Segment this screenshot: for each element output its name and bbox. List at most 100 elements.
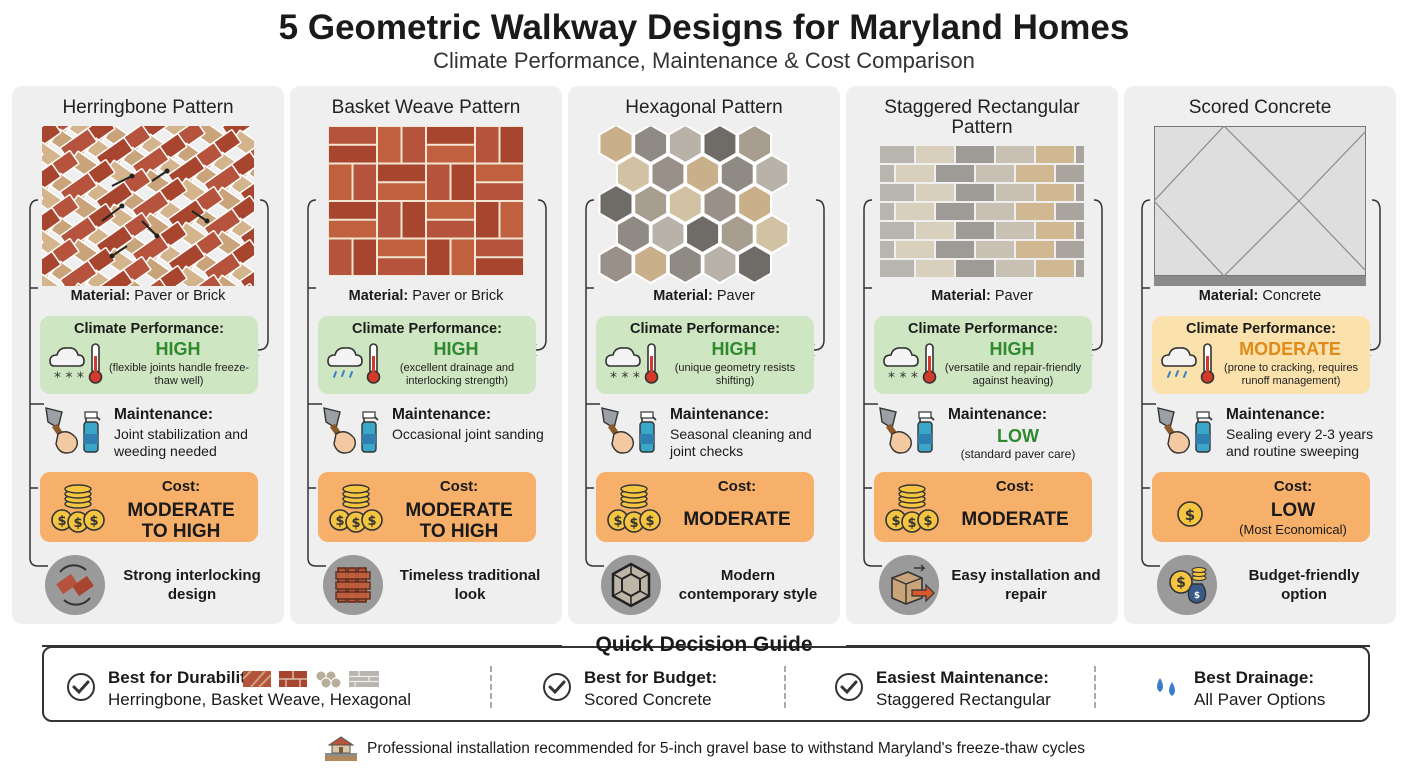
design-panel: Hexagonal Pattern Material: Paver Climat… [568, 86, 840, 624]
design-title: Scored Concrete [1188, 97, 1332, 118]
basket-weave-icon [322, 554, 384, 616]
feature-row: $$ Budget-friendly option [1152, 554, 1382, 616]
svg-text:$: $ [367, 514, 376, 529]
cost-heading: Cost: [995, 478, 1035, 495]
guide-text: Scored Concrete [584, 690, 712, 709]
material-value: Paver or Brick [412, 288, 504, 304]
coins-icon: $ $ $ [326, 484, 386, 536]
coins-icon: $$$ [882, 484, 942, 536]
svg-text:$: $ [1194, 591, 1200, 601]
maintenance-level: LOW [997, 426, 1039, 446]
material-value: Concrete [1262, 288, 1322, 304]
guide-heading: Best for Budget: [584, 668, 718, 687]
cost-level: MODERATE [405, 500, 513, 521]
guide-text: Staggered Rectangular [876, 690, 1051, 709]
cost-note: (Most Economical) [1239, 522, 1347, 537]
maintenance-row: Maintenance: LOW (standard paver care) [874, 404, 1104, 466]
coins-icon: $$$ [604, 484, 664, 536]
pattern-image [320, 126, 532, 286]
climate-note: (unique geometry resists shifting) [674, 362, 796, 387]
feature-text: Timeless traditional look [399, 567, 541, 603]
money-bag-icon: $$ [1156, 554, 1218, 616]
cost-level: MODERATE [961, 509, 1069, 530]
maintenance-text: Seasonal cleaning and joint checks [670, 426, 812, 459]
svg-text:$: $ [1185, 506, 1195, 524]
climate-level: HIGH [989, 339, 1035, 359]
check-icon [66, 672, 96, 702]
guide-text: All Paver Options [1194, 690, 1326, 709]
material-label: Material: Paver or Brick [70, 288, 226, 304]
maintenance-row: Maintenance: Joint stabilization and wee… [40, 404, 270, 466]
climate-note: (versatile and repair-friendly against h… [944, 362, 1082, 387]
cost-level: MODERATE [127, 500, 235, 521]
cost-heading: Cost: [717, 478, 757, 495]
trowel-spray-icon [1152, 404, 1216, 456]
climate-heading: Climate Performance: [630, 321, 780, 337]
design-panel: Basket Weave Pattern Material: Paver or … [290, 86, 562, 624]
feature-text: Easy installation and repair [951, 567, 1101, 603]
feature-text: Strong interlocking design [123, 567, 261, 603]
design-title: Hexagonal Pattern [625, 97, 783, 118]
climate-heading: Climate Performance: [1186, 321, 1336, 337]
guide-heading: Best for Durability: [108, 668, 262, 687]
decision-guide-title: Quick Decision Guide [595, 633, 813, 656]
maintenance-row: Maintenance: Seasonal cleaning and joint… [596, 404, 826, 466]
material-label: Material: Paver [931, 288, 1033, 304]
trowel-spray-icon [596, 404, 660, 456]
design-title: Basket Weave Pattern [331, 97, 521, 118]
cost-box: $$$ Cost: MODERATE [596, 472, 814, 542]
guide-heading: Best Drainage: [1194, 668, 1314, 687]
climate-heading: Climate Performance: [908, 321, 1058, 337]
material-value: Paver [994, 288, 1033, 304]
check-icon [542, 672, 572, 702]
maintenance-heading: Maintenance: [948, 406, 1048, 423]
cost-level: LOW [1270, 500, 1316, 521]
guide-heading: Easiest Maintenance: [876, 668, 1049, 687]
design-panel: Scored Concrete Material: Concrete Clima… [1124, 86, 1396, 624]
climate-performance-box: Climate Performance: * * * HIGH (versati… [874, 316, 1092, 394]
svg-text:$: $ [891, 514, 900, 529]
maintenance-heading: Maintenance: [1226, 406, 1326, 423]
snow-cloud-thermometer-icon: * * * [602, 342, 666, 386]
footer-text: Professional installation recommended fo… [366, 740, 1086, 758]
svg-text:$: $ [351, 516, 360, 531]
guide-text: Herringbone, Basket Weave, Hexagonal [108, 690, 412, 709]
climate-heading: Climate Performance: [352, 321, 502, 337]
rain-cloud-thermometer-icon [1158, 342, 1222, 386]
material-label: Material: Paver [653, 288, 755, 304]
cost-level: TO HIGH [141, 521, 221, 542]
guide-separator [1094, 666, 1096, 708]
svg-text:$: $ [613, 514, 622, 529]
footer-note: Professional installation recommended fo… [0, 736, 1408, 762]
climate-note: (prone to cracking, requires runoff mana… [1224, 362, 1358, 387]
svg-text:* * *: * * * [610, 370, 640, 386]
svg-text:$: $ [923, 514, 932, 529]
svg-text:$: $ [335, 514, 344, 529]
svg-text:$: $ [629, 516, 638, 531]
maintenance-text: Joint stabilization and weeding needed [114, 426, 248, 459]
feature-row: Timeless traditional look [318, 554, 548, 616]
cost-level: TO HIGH [419, 521, 499, 542]
maintenance-text: Sealing every 2-3 years and routine swee… [1226, 426, 1374, 459]
feature-row: Modern contemporary style [596, 554, 826, 616]
material-label: Material: Concrete [1198, 288, 1322, 304]
climate-performance-box: Climate Performance: * * * HIGH (unique … [596, 316, 814, 394]
climate-level: HIGH [433, 339, 479, 359]
page-subtitle: Climate Performance, Maintenance & Cost … [433, 48, 975, 73]
trowel-spray-icon [40, 404, 104, 456]
snow-cloud-thermometer-icon: * * * [880, 342, 944, 386]
trowel-spray-icon [318, 404, 382, 456]
coins-icon: $ [1160, 484, 1220, 536]
check-icon [834, 672, 864, 702]
feature-text: Modern contemporary style [678, 567, 818, 603]
interlocking-pavers-icon [44, 554, 106, 616]
maintenance-heading: Maintenance: [670, 406, 770, 423]
design-panel: Staggered Rectangular Pattern Material: … [846, 86, 1118, 624]
svg-text:* * *: * * * [888, 370, 918, 386]
cost-heading: Cost: [439, 478, 479, 495]
pattern-image [1153, 125, 1367, 286]
material-value: Paver [716, 288, 755, 304]
rain-cloud-thermometer-icon [324, 342, 388, 386]
